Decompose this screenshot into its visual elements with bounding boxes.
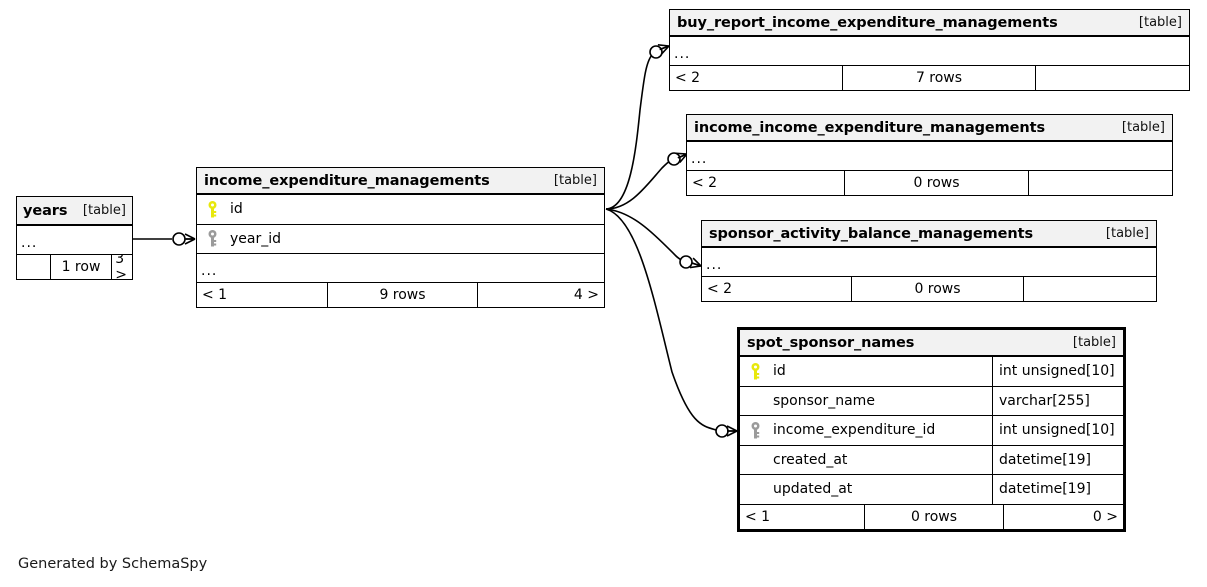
table-footer: < 2 0 rows [702, 277, 1156, 301]
ellipsis-text: ... [691, 151, 708, 167]
table-row[interactable]: sponsor_name varchar[255] [740, 386, 1123, 416]
table-footer: < 2 7 rows [670, 66, 1189, 90]
generated-by-caption: Generated by SchemaSpy [18, 556, 208, 572]
ellipsis-text: ... [201, 263, 218, 279]
table-type-tag: [table] [1138, 15, 1182, 30]
edge-iem-to-sponsor-activity [605, 208, 682, 261]
table-node-buy-report-income-expenditure-managements[interactable]: buy_report_income_expenditure_management… [669, 9, 1190, 91]
footer-parents: < 2 [702, 277, 852, 301]
collapsed-columns-row: ... [702, 248, 1156, 277]
table-type-tag: [table] [553, 173, 597, 188]
ellipsis-text: ... [706, 257, 723, 273]
column-type: datetime[19] [992, 475, 1123, 504]
table-footer: < 2 0 rows [687, 171, 1172, 195]
footer-children [1036, 66, 1189, 90]
table-title: years [23, 202, 68, 219]
table-node-sponsor-activity-balance-managements[interactable]: sponsor_activity_balance_managements [ta… [701, 220, 1157, 302]
ellipsis-text: ... [674, 46, 691, 62]
footer-children: 4 > [573, 287, 599, 303]
table-header: buy_report_income_expenditure_management… [670, 10, 1189, 37]
column-name: year_id [230, 230, 282, 247]
footer-children [1024, 277, 1156, 301]
table-type-tag: [table] [1121, 120, 1165, 135]
footer-rowcount: 7 rows [843, 66, 1036, 90]
edge-iem-to-spot [605, 208, 717, 431]
column-name: created_at [773, 451, 848, 468]
footer-rowcount: 9 rows [328, 283, 478, 307]
column-name: updated_at [773, 481, 853, 498]
footer-parents: < 1 [197, 283, 328, 307]
column-name: income_expenditure_id [773, 422, 936, 439]
edge-iem-to-income [605, 160, 671, 210]
footer-parents: < 2 [687, 171, 845, 195]
table-type-tag: [table] [1072, 335, 1116, 350]
table-header: income_expenditure_managements [table] [197, 168, 604, 195]
collapsed-columns-row: ... [687, 142, 1172, 171]
table-node-income-income-expenditure-managements[interactable]: income_income_expenditure_managements [t… [686, 114, 1173, 196]
table-header: sponsor_activity_balance_managements [ta… [702, 221, 1156, 248]
column-name: sponsor_name [773, 392, 875, 409]
footer-rowcount: 0 rows [845, 171, 1029, 195]
edge-iem-to-buy [605, 54, 653, 210]
table-type-tag: [table] [1105, 226, 1149, 241]
column-type: datetime[19] [992, 445, 1123, 474]
table-row[interactable]: year_id [197, 225, 604, 254]
table-title: income_expenditure_managements [204, 172, 490, 189]
table-title: income_income_expenditure_managements [694, 119, 1045, 136]
footer-parents: < 1 [740, 504, 865, 529]
column-name: id [230, 201, 243, 218]
table-node-years[interactable]: years [table] ... 1 row 3 > [16, 196, 133, 280]
table-type-tag: [table] [82, 203, 126, 218]
table-title: buy_report_income_expenditure_management… [677, 14, 1058, 31]
foreign-key-icon [746, 421, 764, 439]
foreign-key-icon [203, 230, 221, 247]
footer-children: 0 > [1092, 508, 1118, 525]
column-type: int unsigned[10] [992, 357, 1123, 386]
footer-parents: < 2 [670, 66, 843, 90]
table-node-income-expenditure-managements[interactable]: income_expenditure_managements [table] i… [196, 167, 605, 308]
collapsed-columns-row: ... [17, 226, 132, 255]
table-title: spot_sponsor_names [747, 334, 915, 351]
table-footer: < 1 0 rows 0 > [740, 504, 1123, 529]
footer-parents [17, 255, 51, 279]
table-footer: < 1 9 rows 4 > [197, 283, 604, 307]
table-header: spot_sponsor_names [table] [740, 330, 1123, 357]
primary-key-icon [746, 362, 764, 380]
ellipsis-text: ... [21, 235, 38, 251]
footer-rowcount: 0 rows [865, 504, 1004, 529]
table-header: income_income_expenditure_managements [t… [687, 115, 1172, 142]
table-row[interactable]: created_at datetime[19] [740, 445, 1123, 475]
column-name: id [773, 363, 786, 380]
collapsed-columns-row: ... [670, 37, 1189, 66]
table-title: sponsor_activity_balance_managements [709, 225, 1033, 242]
footer-rowcount: 1 row [51, 255, 112, 279]
footer-rowcount: 0 rows [852, 277, 1024, 301]
footer-children [1029, 171, 1172, 195]
table-footer: 1 row 3 > [17, 255, 132, 279]
column-type: int unsigned[10] [992, 416, 1123, 445]
table-row[interactable]: id int unsigned[10] [740, 357, 1123, 387]
table-row[interactable]: id [197, 195, 604, 225]
table-node-spot-sponsor-names[interactable]: spot_sponsor_names [table] id int unsign… [737, 327, 1126, 532]
table-header: years [table] [17, 197, 132, 226]
footer-children: 3 > [115, 255, 127, 279]
table-row[interactable]: income_expenditure_id int unsigned[10] [740, 416, 1123, 446]
table-row[interactable]: updated_at datetime[19] [740, 475, 1123, 505]
collapsed-columns-row: ... [197, 254, 604, 283]
primary-key-icon [203, 200, 221, 218]
column-type: varchar[255] [992, 386, 1123, 415]
